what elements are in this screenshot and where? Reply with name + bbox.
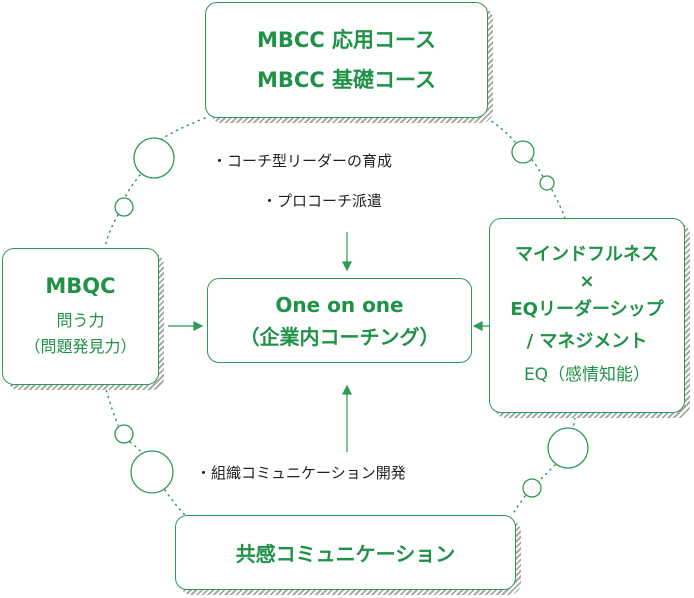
eq-leadership-line: EQリーダーシップ	[510, 298, 664, 320]
management-line: / マネジメント	[526, 330, 648, 352]
arrow-up-head	[342, 384, 352, 395]
bubble-circle	[511, 140, 535, 164]
note-coach-leader: ・コーチ型リーダーの育成	[212, 152, 393, 170]
bubble-circle	[114, 424, 134, 444]
bubble-circle	[539, 175, 555, 191]
cross-symbol: ×	[579, 270, 595, 292]
empathy-communication-label: 共感コミュニケーション	[235, 542, 456, 566]
empathy-communication-box: 共感コミュニケーション	[175, 515, 516, 590]
one-on-one-title: One on one	[275, 292, 404, 317]
mindfulness-box: マインドフルネス × EQリーダーシップ / マネジメント EQ（感情知能）	[489, 218, 685, 413]
one-on-one-box: One on one （企業内コーチング）	[207, 278, 472, 363]
mindfulness-line: マインドフルネス	[515, 243, 659, 265]
course-advanced: MBCC 応用コース	[257, 28, 436, 52]
mbqc-line2: （問題発見力）	[24, 336, 137, 356]
mbqc-line1: 問う力	[56, 310, 105, 330]
course-basic: MBCC 基礎コース	[257, 68, 436, 92]
arrow-right-head	[193, 321, 204, 331]
top-course-box: MBCC 応用コース MBCC 基礎コース	[205, 2, 488, 118]
bubble-circle	[130, 450, 174, 494]
arrow-left-head	[472, 321, 483, 331]
mbqc-title: MBQC	[45, 273, 116, 298]
bubble-circle	[114, 197, 134, 217]
one-on-one-subtitle: （企業内コーチング）	[239, 324, 440, 349]
bubble-circle	[522, 478, 542, 498]
bubble-circle	[547, 427, 589, 469]
mbqc-box: MBQC 問う力 （問題発見力）	[2, 248, 159, 385]
note-pro-coach: ・プロコーチ派遣	[262, 192, 383, 210]
bubble-circle	[133, 137, 175, 179]
eq-line: EQ（感情知能）	[523, 364, 651, 385]
arrow-down-head	[342, 261, 352, 272]
note-org-communication: ・組織コミュニケーション開発	[196, 464, 406, 482]
